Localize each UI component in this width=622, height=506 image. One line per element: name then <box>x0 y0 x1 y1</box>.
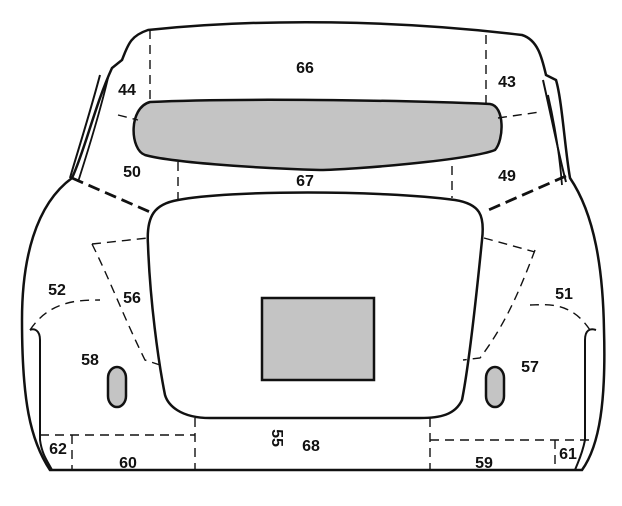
left-tail-light <box>106 365 128 409</box>
left-bumper-bar <box>29 328 53 471</box>
body-outline <box>20 20 606 472</box>
label-52: 52 <box>48 282 66 299</box>
label-57: 57 <box>521 359 539 376</box>
label-68: 68 <box>302 438 320 455</box>
left-outer-inner-line <box>77 77 109 183</box>
label-49: 49 <box>498 168 516 185</box>
label-62: 62 <box>49 441 67 458</box>
label-58: 58 <box>81 352 99 369</box>
label-43: 43 <box>498 74 516 91</box>
label-50: 50 <box>123 164 141 181</box>
zone-divider-lines <box>29 30 591 471</box>
label-55: 55 <box>268 429 285 447</box>
right-tail-light <box>484 365 506 409</box>
label-51: 51 <box>555 286 573 303</box>
label-67: 67 <box>296 173 314 190</box>
rear-window <box>132 98 503 172</box>
label-60: 60 <box>119 455 137 472</box>
license-plate <box>260 296 376 382</box>
label-56: 56 <box>123 290 141 307</box>
left-pillar-line <box>69 74 101 179</box>
right-bumper-bar <box>574 328 597 471</box>
label-59: 59 <box>475 455 493 472</box>
label-66: 66 <box>296 60 314 77</box>
label-61: 61 <box>559 446 577 463</box>
shoulder-dash-lines <box>71 174 567 214</box>
label-44: 44 <box>118 82 136 99</box>
